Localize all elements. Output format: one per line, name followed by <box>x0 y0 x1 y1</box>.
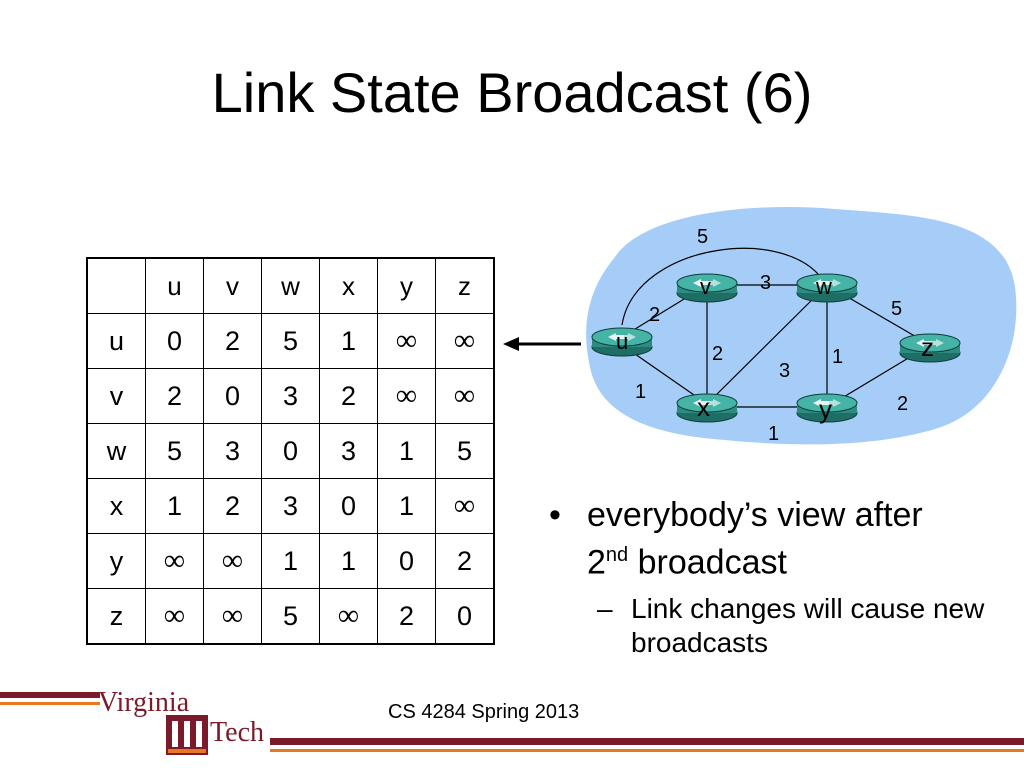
table-cell: ∞ <box>435 313 495 369</box>
table-cell: 0 <box>377 533 436 589</box>
table-cell: 0 <box>319 478 378 534</box>
cost-w-y: 1 <box>832 346 843 368</box>
node-label-x: x <box>697 392 710 422</box>
cost-v-x: 2 <box>712 343 723 365</box>
table-cell: 2 <box>435 533 495 589</box>
bullet-text-sup: nd <box>605 544 629 566</box>
table-cell: 2 <box>203 478 262 534</box>
logo-text-tech: Tech <box>210 717 264 748</box>
column-header: y <box>377 257 436 314</box>
table-cell: 5 <box>261 313 320 369</box>
left-arrow-icon <box>503 337 581 351</box>
cost-u-x: 1 <box>635 381 646 403</box>
table-cell: 0 <box>203 368 262 424</box>
table-cell: 1 <box>319 313 378 369</box>
table-header-row: u v w x y z <box>86 257 495 314</box>
table-cell: 5 <box>435 423 495 479</box>
table-row: w 5 3 0 3 1 5 <box>86 423 495 479</box>
row-header: x <box>86 478 146 534</box>
bullet-text-pre: 2 <box>587 543 606 582</box>
table-cell: 3 <box>261 368 320 424</box>
node-label-z: z <box>921 332 934 362</box>
table-cell: 0 <box>261 423 320 479</box>
table-cell: 2 <box>377 588 436 645</box>
table-cell: 1 <box>145 478 204 534</box>
row-header: u <box>86 313 146 369</box>
table-cell: 3 <box>261 478 320 534</box>
row-header: z <box>86 588 146 645</box>
table-cell: ∞ <box>145 533 204 589</box>
footer-course-text: CS 4284 Spring 2013 <box>388 701 580 723</box>
cost-w-z: 5 <box>891 298 902 320</box>
node-label-v: v <box>700 274 711 299</box>
cost-y-z: 2 <box>897 393 908 415</box>
link-x-w <box>706 284 828 405</box>
table-cell: ∞ <box>319 588 378 645</box>
bullet-item: • everybody’s view after 2nd broadcast <box>545 495 1015 582</box>
table-row: v 2 0 3 2 ∞ ∞ <box>86 368 495 424</box>
table-cell: ∞ <box>377 313 436 369</box>
table-cell: 0 <box>145 313 204 369</box>
network-cloud <box>586 206 1017 445</box>
table-cell: 0 <box>435 588 495 645</box>
sub-bullet-item: – Link changes will cause new broadcasts <box>545 592 1015 660</box>
slide-title: Link State Broadcast (6) <box>211 61 813 124</box>
table-cell: ∞ <box>377 368 436 424</box>
table-cell: 1 <box>319 533 378 589</box>
table-cell: ∞ <box>145 588 204 645</box>
table-row: z ∞ ∞ 5 ∞ 2 0 <box>86 588 495 645</box>
virginia-tech-logo: Virginia Tech <box>98 687 264 755</box>
row-header: w <box>86 423 146 479</box>
link-u-w <box>621 247 828 326</box>
column-header: u <box>145 257 204 314</box>
column-header: w <box>261 257 320 314</box>
table-cell: 5 <box>261 588 320 645</box>
link-state-table: u v w x y z u 0 2 5 1 ∞ ∞ v 2 0 3 2 ∞ ∞ … <box>86 257 495 645</box>
table-cell: 3 <box>203 423 262 479</box>
network-diagram: u v w x y z 5 2 1 3 2 3 1 5 1 2 <box>586 206 1017 445</box>
row-header: v <box>86 368 146 424</box>
cost-x-w: 3 <box>779 360 790 382</box>
bullet-dot-icon: • <box>549 496 561 534</box>
table-cell: ∞ <box>203 533 262 589</box>
table-cell: 1 <box>377 478 436 534</box>
sub-bullet-dash-icon: – <box>597 593 613 625</box>
table-cell: ∞ <box>203 588 262 645</box>
table-corner-cell <box>86 257 146 314</box>
column-header: x <box>319 257 378 314</box>
cost-u-v: 2 <box>649 304 660 326</box>
table-cell: 1 <box>377 423 436 479</box>
bullet-text-post: broadcast <box>628 543 787 582</box>
logo-text-virginia: Virginia <box>98 687 190 718</box>
logo-emblem-icon <box>166 715 208 755</box>
table-row: u 0 2 5 1 ∞ ∞ <box>86 313 495 369</box>
row-header: y <box>86 533 146 589</box>
table-row: y ∞ ∞ 1 1 0 2 <box>86 533 495 589</box>
table-cell: ∞ <box>435 478 495 534</box>
table-cell: 2 <box>203 313 262 369</box>
table-cell: 2 <box>145 368 204 424</box>
table-cell: ∞ <box>435 368 495 424</box>
table-row: x 1 2 3 0 1 ∞ <box>86 478 495 534</box>
sub-bullet-text: Link changes will cause new broadcasts <box>631 593 985 659</box>
column-header: z <box>435 257 495 314</box>
cost-x-y: 1 <box>768 423 779 445</box>
bullet-text-main: everybody’s view after <box>587 496 923 534</box>
cost-u-w: 5 <box>697 226 708 248</box>
table-cell: 5 <box>145 423 204 479</box>
table-cell: 3 <box>319 423 378 479</box>
table-cell: 2 <box>319 368 378 424</box>
bullet-list: • everybody’s view after 2nd broadcast –… <box>545 495 1015 660</box>
node-label-u: u <box>616 329 628 354</box>
table-cell: 1 <box>261 533 320 589</box>
cost-v-w: 3 <box>760 272 771 294</box>
node-label-w: w <box>815 274 832 299</box>
node-label-y: y <box>819 394 832 424</box>
column-header: v <box>203 257 262 314</box>
